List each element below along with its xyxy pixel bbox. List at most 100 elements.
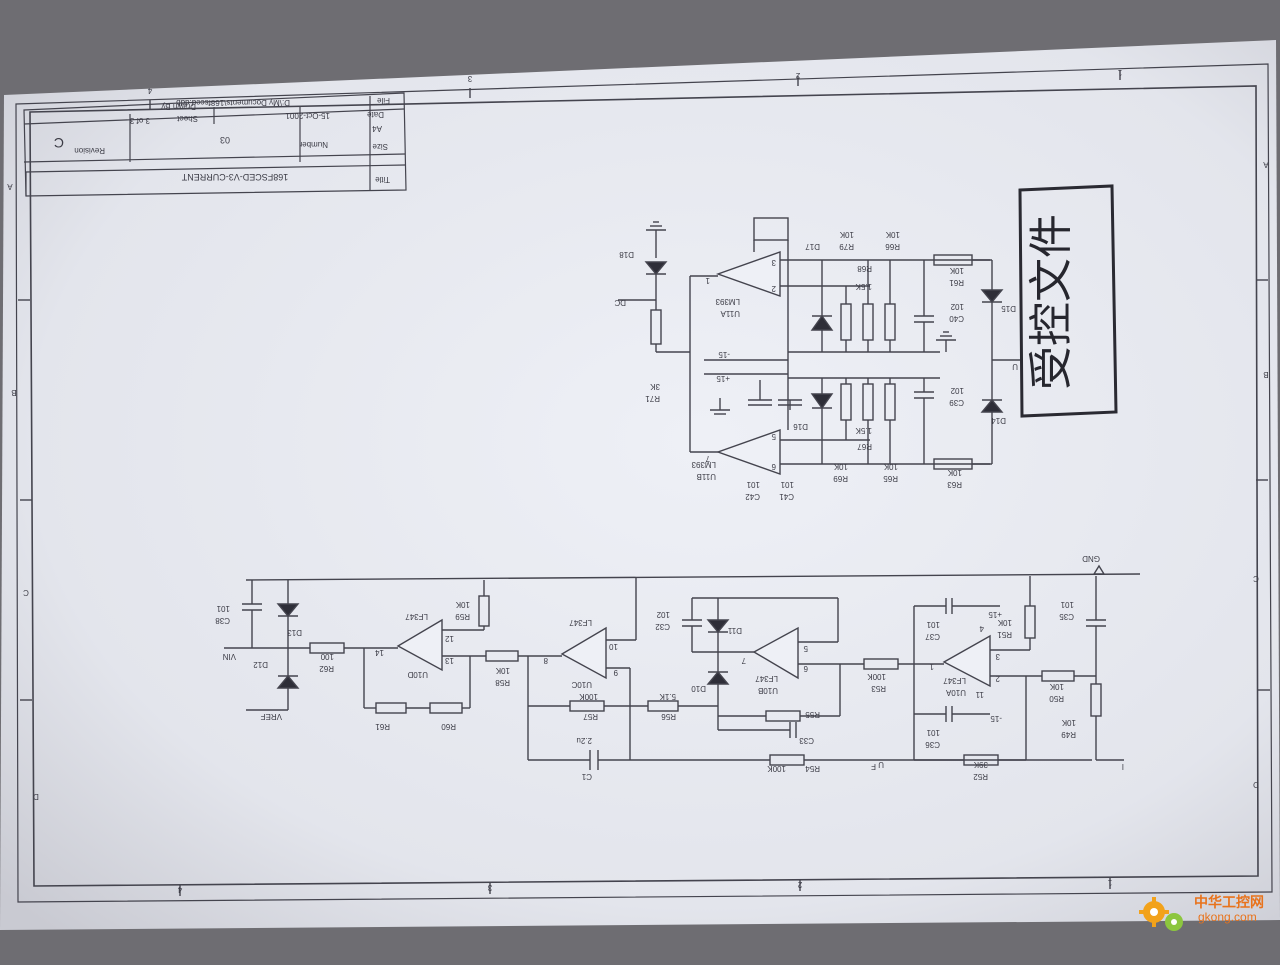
right-zone-b: B (1263, 370, 1268, 379)
label-r67: R67 (857, 442, 872, 451)
opamp-u10d (396, 618, 443, 672)
label-r71: R71 (645, 394, 660, 403)
label-r69: R69 (833, 474, 848, 483)
label-u11a-pin3: 3 (771, 258, 776, 267)
label-c1: C1 (581, 772, 592, 781)
number-value: 03 (220, 135, 230, 145)
label-u11b-pin7: 7 (705, 454, 710, 463)
bottom-zone-2: 2 (797, 880, 802, 889)
bottom-zone-4: 4 (177, 885, 182, 894)
label-c38: C38 (215, 616, 230, 625)
label-c41-value: 101 (780, 480, 794, 489)
label-r68-value: 1.5K (855, 282, 872, 291)
label-pin4: 4 (979, 624, 984, 633)
label-r61-lower: R61 (375, 722, 390, 731)
label-r63: R63 (947, 480, 962, 489)
label-r69-value: 10K (833, 462, 848, 471)
lower-circuit (224, 564, 1141, 770)
top-zone-3: 3 (467, 74, 472, 83)
label-c32-value: 102 (656, 610, 670, 619)
left-zone-b: B (11, 388, 16, 397)
label-minus15-lower: -15 (990, 714, 1002, 723)
opamp-u11b (715, 429, 781, 475)
label-c42-value: 101 (746, 480, 760, 489)
label-u10b-pin6: 6 (803, 664, 808, 673)
label-plus15-upper: +15 (716, 374, 730, 383)
title-label: Title (375, 175, 390, 184)
left-zone-d: D (33, 792, 39, 801)
label-u10d-part: LF347 (405, 612, 428, 621)
date-value: 15-Oct-2001 (285, 111, 330, 120)
label-u10d-pin12: 12 (445, 634, 454, 643)
label-r52-value: 39K (973, 760, 988, 769)
label-c42: C42 (745, 492, 760, 501)
label-r54: R54 (805, 764, 820, 773)
left-zone-a: A (7, 182, 13, 191)
label-f: F (871, 762, 876, 771)
label-r62: R62 (319, 664, 334, 673)
label-u11b-pin6: 6 (771, 462, 776, 471)
label-d12: D12 (253, 660, 268, 669)
label-u10a-pin1: 1 (929, 662, 934, 671)
label-r68: R68 (857, 264, 872, 273)
label-u-upper: U (1012, 362, 1018, 371)
label-r60: R60 (441, 722, 456, 731)
paper-sheet (0, 40, 1280, 930)
label-u10d: U10D (407, 670, 428, 679)
label-u10c-pin8: 8 (543, 656, 548, 665)
label-r59-value: 10K (455, 600, 470, 609)
label-d13: D13 (287, 628, 302, 637)
label-r51: R51 (997, 630, 1012, 639)
label-u11b: U11B (697, 472, 716, 481)
label-u11a-pin1: 1 (705, 276, 710, 285)
controlled-document-stamp (1018, 184, 1118, 418)
label-r57-value: 100K (579, 692, 598, 701)
label-u10c-pin9: 9 (613, 668, 618, 677)
opamp-u10a (942, 634, 991, 688)
label-vref: VREF (261, 712, 282, 721)
label-vin: VIN (222, 652, 236, 661)
label-c40-value: 102 (950, 302, 964, 311)
size-value: A4 (372, 124, 382, 133)
label-r79: R79 (839, 242, 854, 251)
label-r49-value: 10K (1061, 718, 1076, 727)
label-u11b-pin5: 5 (771, 432, 776, 441)
upper-circuit (618, 217, 1020, 475)
label-c35: C35 (1059, 612, 1074, 621)
label-u10a-pin3: 3 (995, 652, 1000, 661)
label-c1-value: 2.2u (576, 736, 592, 745)
revision-value: C (54, 135, 64, 151)
top-zone-2: 2 (795, 71, 800, 80)
label-d14: D14 (991, 416, 1006, 425)
label-r58: R58 (495, 678, 510, 687)
label-r61-upper: R61 (949, 278, 964, 287)
label-u10d-pin14: 14 (375, 648, 384, 657)
label-r52: R52 (973, 772, 988, 781)
gear-icon (1139, 897, 1183, 931)
label-c41: C41 (779, 492, 794, 501)
label-minus15-upper: -15 (718, 350, 730, 359)
label-c40: C40 (949, 314, 964, 323)
label-r62-value: 100 (320, 652, 334, 661)
file-value: D:\My Documents\168fsced.ddb (176, 98, 290, 107)
top-zone-4: 4 (147, 86, 152, 95)
label-r56-value: 5.1K (659, 692, 676, 701)
bottom-zone-1: 1 (1107, 878, 1112, 887)
label-c36: C36 (925, 740, 940, 749)
label-r71-value: 3K (650, 382, 660, 391)
opamp-u11a (715, 251, 781, 297)
label-u10a-pin2: 2 (995, 674, 1000, 683)
revision-label: Revision (74, 146, 105, 155)
watermark-site-cn: 中华工控网 (1194, 895, 1264, 911)
title-value: 168FSCED-V3-CURRENT (181, 172, 288, 182)
label-d18: D18 (619, 250, 634, 259)
label-d17: D17 (805, 242, 820, 251)
number-label: Number (299, 140, 328, 149)
label-d11: D11 (727, 626, 742, 635)
label-r53-value: 100K (867, 672, 886, 681)
label-plus15-lower: +15 (988, 610, 1002, 619)
label-r57: R57 (583, 712, 598, 721)
label-r59: R59 (455, 612, 470, 621)
date-label: Date (367, 110, 384, 119)
